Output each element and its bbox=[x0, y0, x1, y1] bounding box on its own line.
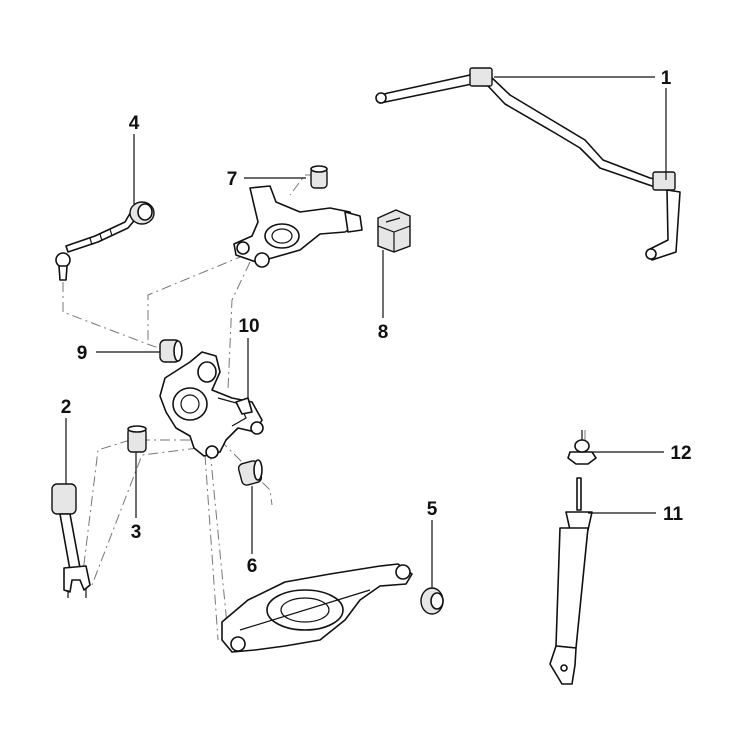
stabilizer-bushing-right bbox=[652, 171, 676, 191]
toe-link bbox=[55, 201, 155, 281]
callout-labels: 1 2 3 4 5 6 7 8 9 10 11 12 bbox=[61, 68, 692, 577]
shock-absorber bbox=[549, 477, 593, 685]
stabilizer-bushing-left bbox=[469, 67, 493, 87]
callout-6: 6 bbox=[247, 556, 258, 577]
upper-arm-bushing bbox=[310, 165, 328, 189]
callout-5: 5 bbox=[427, 499, 438, 520]
stabilizer-bar bbox=[375, 67, 681, 261]
callout-10: 10 bbox=[238, 316, 259, 337]
lower-control-arm bbox=[221, 563, 413, 653]
shock-top-mount bbox=[567, 430, 597, 465]
upper-control-arm bbox=[233, 185, 363, 268]
callout-7: 7 bbox=[227, 169, 238, 190]
control-arm-bushing bbox=[377, 209, 411, 253]
callout-12: 12 bbox=[670, 443, 691, 464]
assembly-lines bbox=[62, 174, 586, 641]
callout-2: 2 bbox=[61, 397, 72, 418]
rear-knuckle bbox=[159, 351, 264, 459]
lower-arm-inner-bushing bbox=[420, 587, 444, 615]
callout-9: 9 bbox=[77, 343, 88, 364]
callout-4: 4 bbox=[129, 113, 140, 134]
callout-1: 1 bbox=[661, 68, 672, 89]
leader-lines bbox=[65, 76, 667, 588]
lower-arm-outer-bushing bbox=[237, 459, 263, 486]
callout-3: 3 bbox=[131, 522, 142, 543]
tension-link bbox=[51, 483, 91, 598]
callout-11: 11 bbox=[663, 504, 684, 525]
knuckle-lower-bushing bbox=[127, 425, 147, 453]
callout-8: 8 bbox=[378, 322, 389, 343]
knuckle-bushing bbox=[159, 339, 183, 363]
